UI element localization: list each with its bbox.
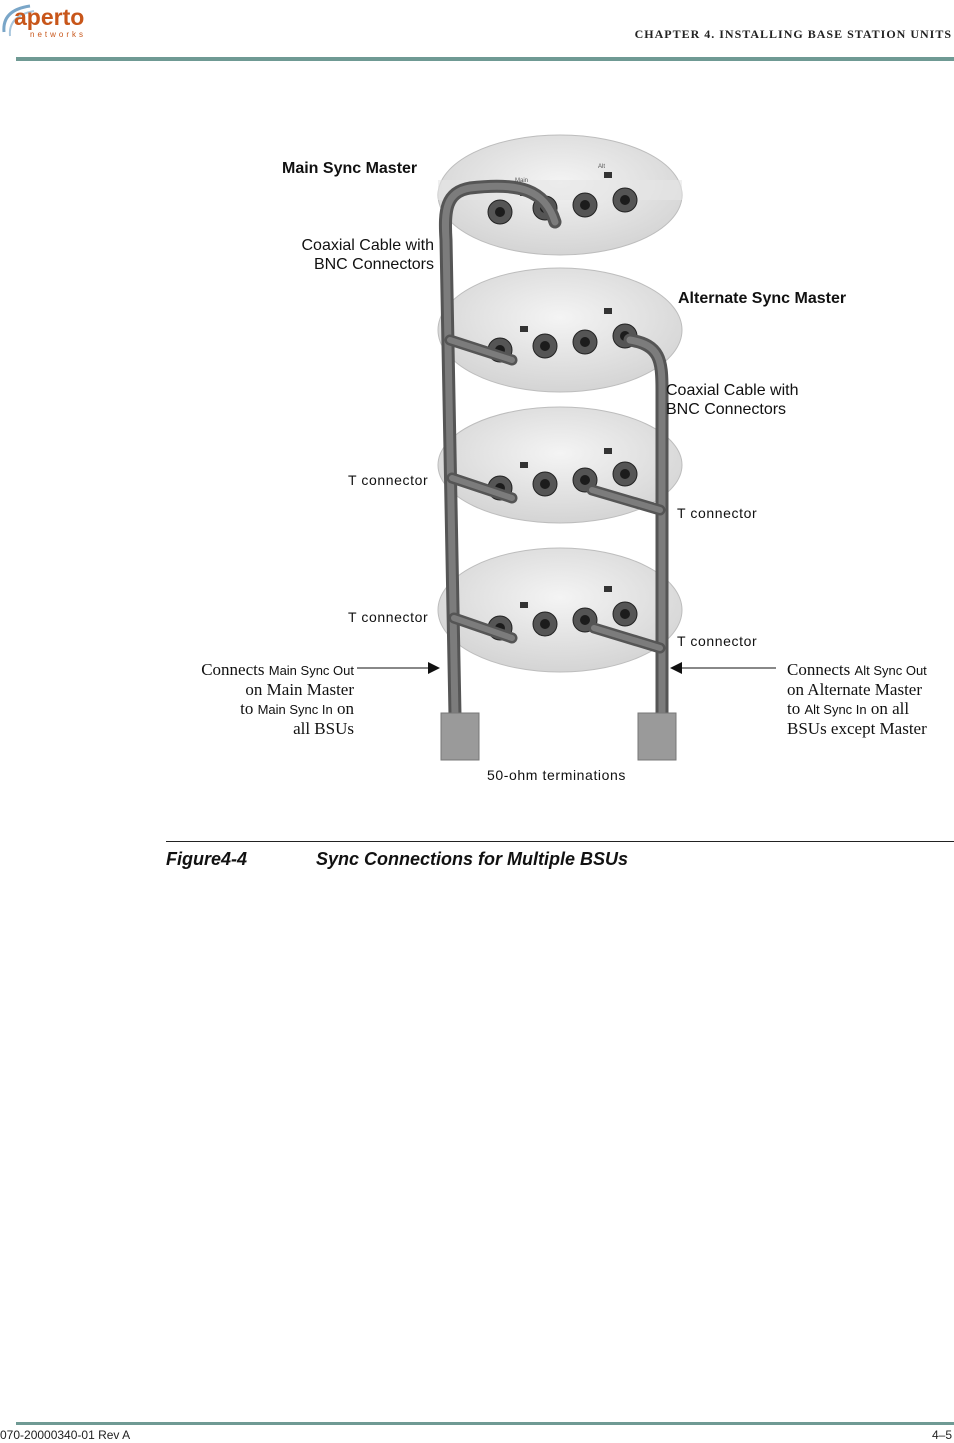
header-rule xyxy=(16,57,954,61)
label-coax-left-line1: Coaxial Cable with xyxy=(301,237,434,254)
note-text: to xyxy=(787,699,805,718)
label-t-connector: T connector xyxy=(348,472,429,488)
note-text: all BSUs xyxy=(293,719,354,738)
bsu-unit-main-master: Main Alt xyxy=(437,134,683,256)
label-t-connector: T connector xyxy=(677,505,758,521)
label-alternate-sync-master: Alternate Sync Master xyxy=(678,290,847,307)
alt-sync-cable xyxy=(586,333,669,722)
footer-rule xyxy=(16,1422,954,1425)
chapter-heading: CHAPTER 4. INSTALLING BASE STATION UNITS xyxy=(634,27,952,41)
label-coax-right-line1: Coaxial Cable with xyxy=(666,382,799,399)
note-text: BSUs except Master xyxy=(787,719,927,738)
label-t-connector: T connector xyxy=(677,633,758,649)
right-connection-note: Connects Alt Sync Out on Alternate Maste… xyxy=(787,660,954,738)
figure-caption: Sync Connections for Multiple BSUs xyxy=(316,849,629,869)
note-signal-name: Main Sync Out xyxy=(268,663,354,678)
logo-arc-icon xyxy=(2,4,35,37)
note-text: to xyxy=(240,699,258,718)
aperto-logo: aperto networks xyxy=(0,2,110,46)
termination-right xyxy=(637,712,677,761)
note-signal-name: Main Sync In xyxy=(257,702,333,717)
label-terminations: 50-ohm terminations xyxy=(487,767,627,783)
main-sync-cable xyxy=(438,179,562,722)
label-coax-left-line2: BNC Connectors xyxy=(313,256,434,273)
logo-text: aperto xyxy=(14,4,85,30)
bsu-unit-alt-master xyxy=(437,267,683,393)
page-number: 4–5 xyxy=(931,1428,952,1442)
note-text: on all xyxy=(866,699,910,718)
logo-subtext: networks xyxy=(30,30,87,39)
label-coax-right-line2: BNC Connectors xyxy=(666,401,787,418)
label-coax-right: Coaxial Cable with BNC Connectors xyxy=(666,381,799,419)
doc-id: 070-20000340-01 Rev A xyxy=(0,1428,131,1442)
left-connection-note: Connects Main Sync Out on Main Master to… xyxy=(150,660,354,738)
note-text: on xyxy=(332,699,354,718)
left-callout-arrow xyxy=(357,662,440,674)
right-callout-arrow xyxy=(670,662,776,674)
label-coax-left: Coaxial Cable with BNC Connectors xyxy=(264,236,434,274)
unit-main-label: Main xyxy=(515,178,528,184)
label-main-sync-master: Main Sync Master xyxy=(282,160,418,177)
termination-left xyxy=(440,712,480,761)
bsu-unit-4 xyxy=(437,547,683,673)
note-text: Connects xyxy=(201,660,269,679)
unit-alt-label: Alt xyxy=(598,164,605,170)
label-t-connector: T connector xyxy=(348,609,429,625)
note-signal-name: Alt Sync Out xyxy=(854,663,927,678)
figure-number: Figure4-4 xyxy=(166,849,248,869)
figure-rule xyxy=(166,841,954,842)
note-text: Connects xyxy=(787,660,855,679)
note-text: on Alternate Master xyxy=(787,680,923,699)
note-signal-name: Alt Sync In xyxy=(804,702,867,717)
note-text: on Main Master xyxy=(245,680,354,699)
sync-connections-figure: Main Alt xyxy=(357,134,776,761)
